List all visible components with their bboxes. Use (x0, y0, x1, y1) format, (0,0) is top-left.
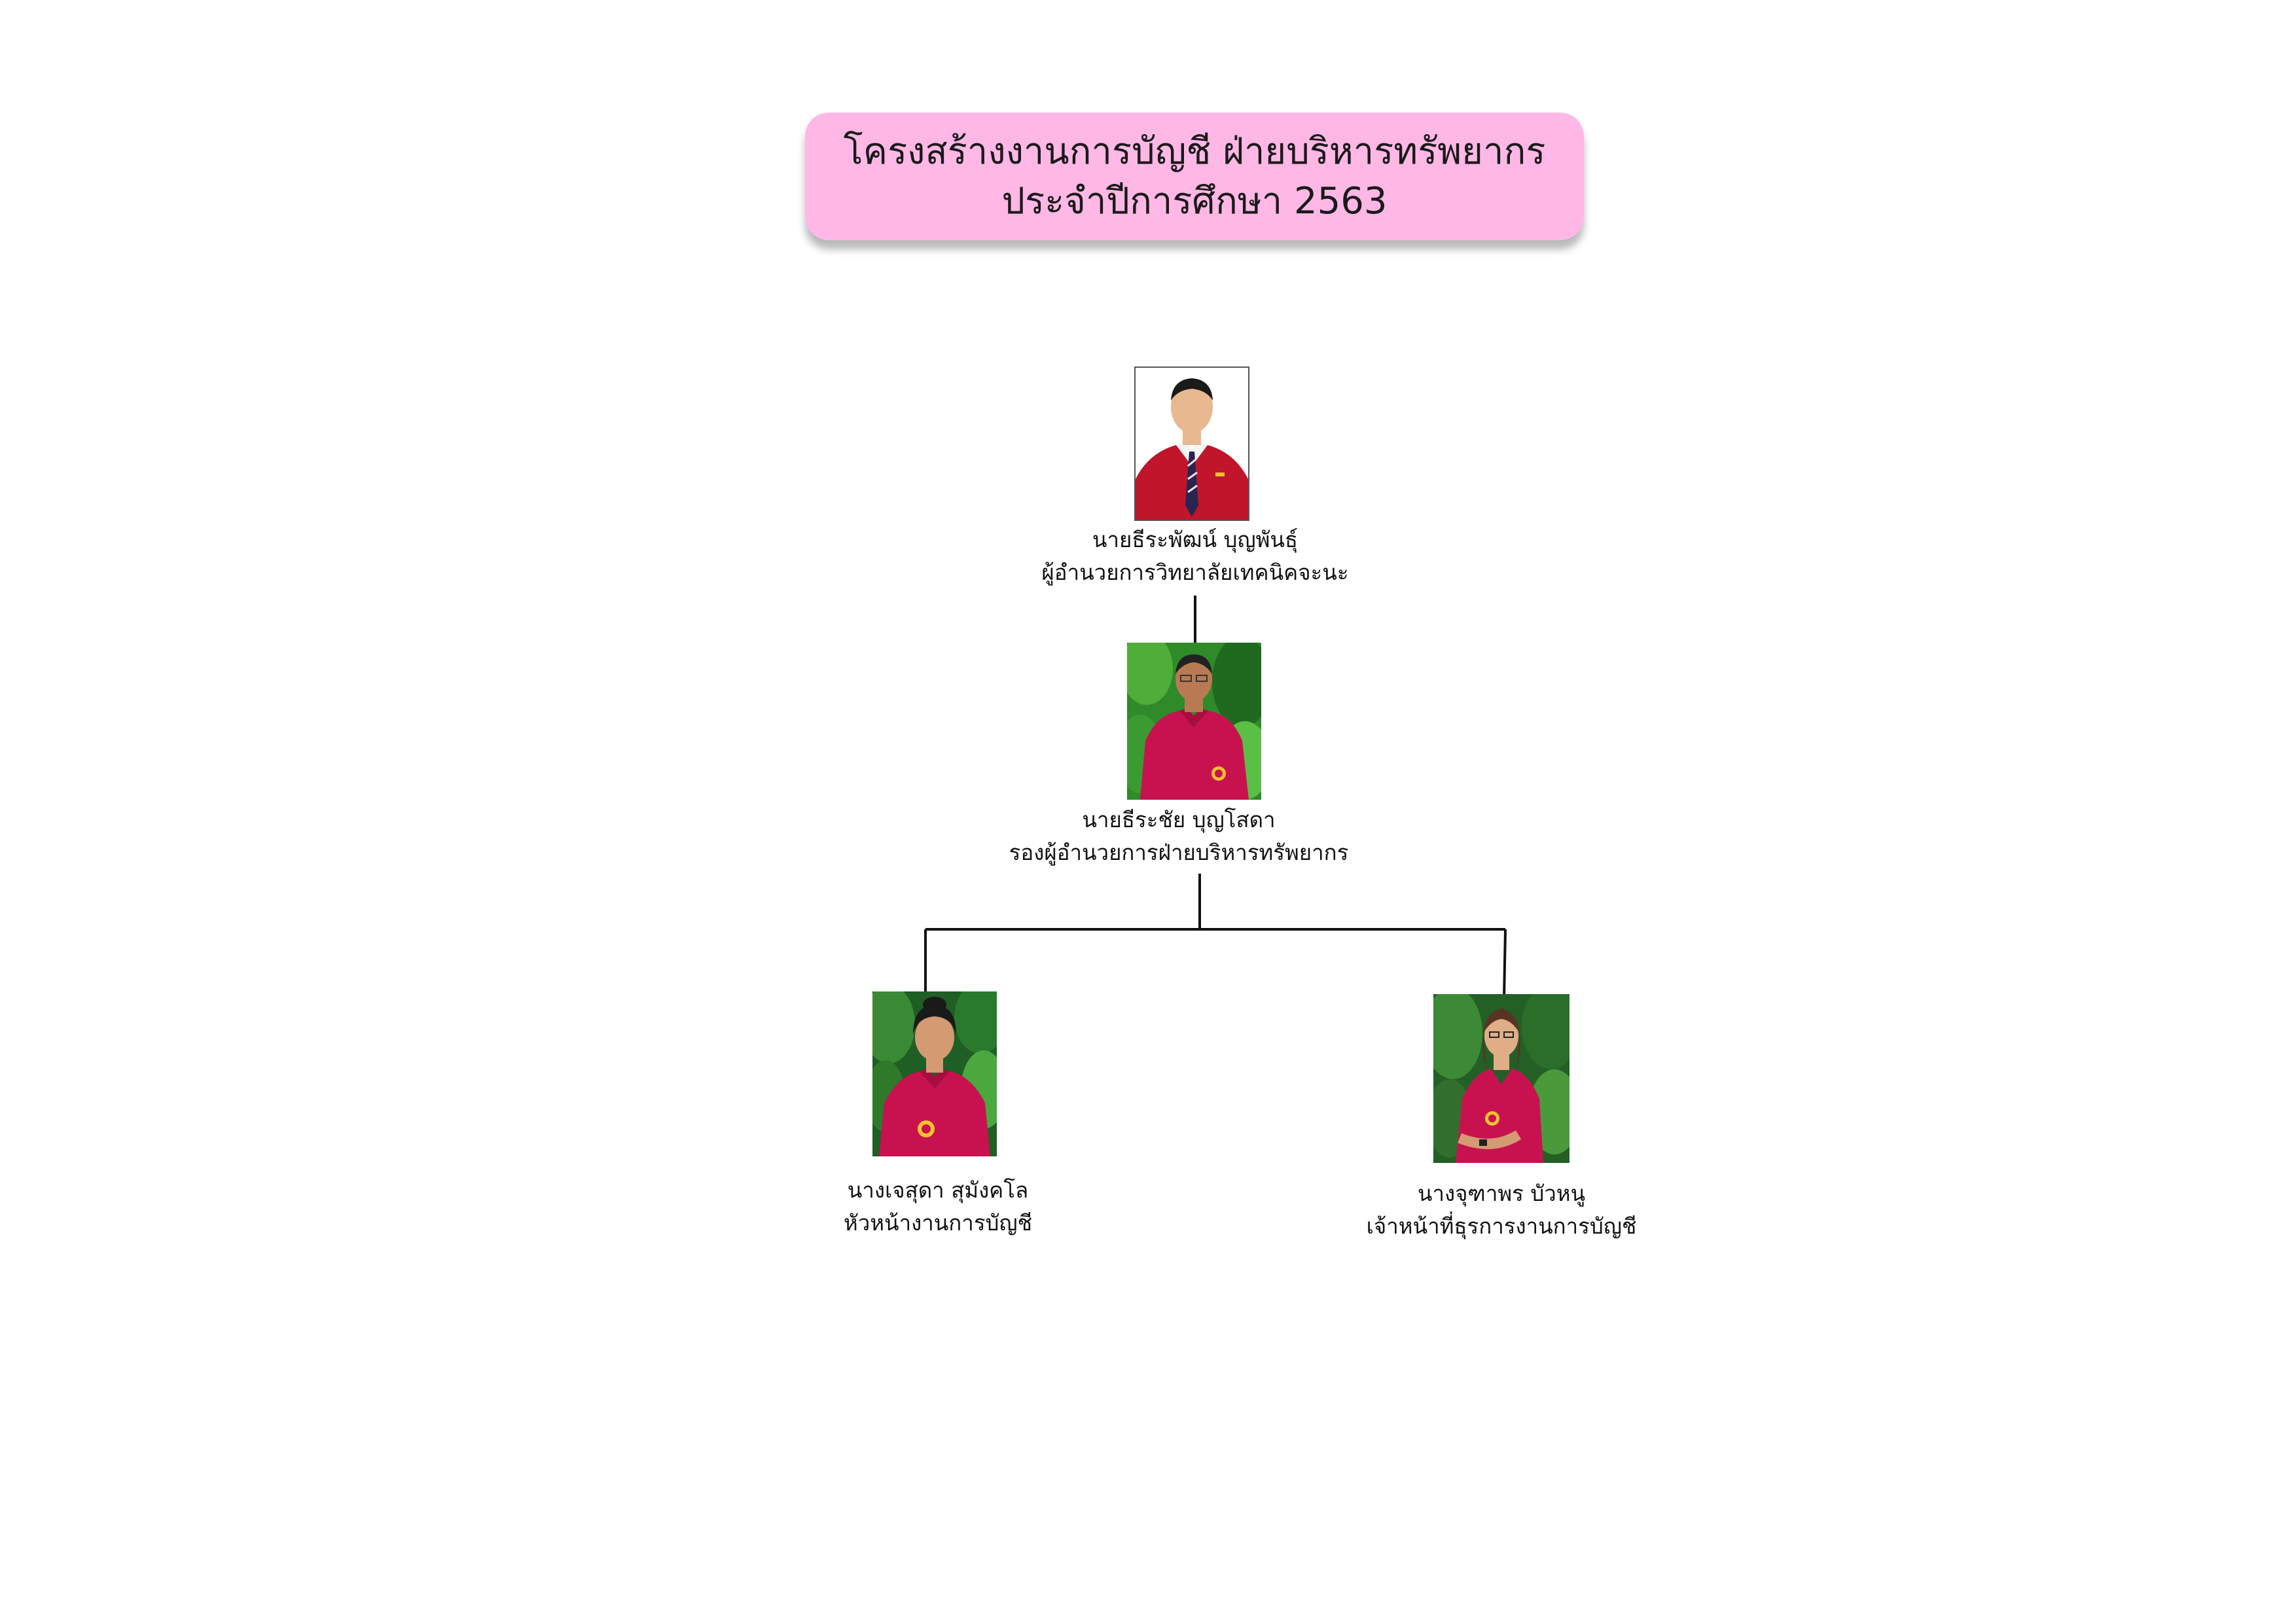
officer-caption: นางจุฑาพร บัวหนู เจ้าหน้าที่ธุรการงานการ… (1305, 1177, 1698, 1243)
head-position: หัวหน้างานการบัญชี (843, 1210, 1033, 1236)
officer-photo (1433, 994, 1570, 1163)
deputy-name: นายธีระชัย บุญโสดา (1082, 807, 1276, 832)
director-name: นายธีระพัฒน์ บุญพันธุ์ (1092, 527, 1299, 552)
officer-name: นางจุฑาพร บัวหนู (1417, 1181, 1586, 1206)
deputy-position: รองผู้อำนวยการฝ่ายบริหารทรัพยากร (1009, 840, 1349, 865)
director-caption: นายธีระพัฒน์ บุญพันธุ์ ผู้อำนวยการวิทยาล… (933, 524, 1457, 589)
connector-to-officer (1503, 929, 1507, 999)
title-line-1: โครงสร้างงานการบัญชี ฝ่ายบริหารทรัพยากร (843, 130, 1546, 173)
director-position: ผู้อำนวยการวิทยาลัยเทคนิคจะนะ (1041, 560, 1349, 585)
head-name: นางเจสุดา สุมังคโล (847, 1177, 1029, 1203)
deputy-photo (1127, 643, 1261, 800)
deputy-caption: นายธีระชัย บุญโสดา รองผู้อำนวยการฝ่ายบริ… (917, 804, 1441, 869)
head-caption: นางเจสุดา สุมังคโล หัวหน้างานการบัญชี (742, 1174, 1134, 1240)
head-photo (872, 991, 997, 1156)
officer-position: เจ้าหน้าที่ธุรการงานการบัญชี (1366, 1213, 1637, 1239)
title-banner: โครงสร้างงานการบัญชี ฝ่ายบริหารทรัพยากร … (805, 113, 1584, 240)
director-photo (1134, 366, 1249, 521)
title-line-2: ประจำปีการศึกษา 2563 (1001, 179, 1388, 223)
